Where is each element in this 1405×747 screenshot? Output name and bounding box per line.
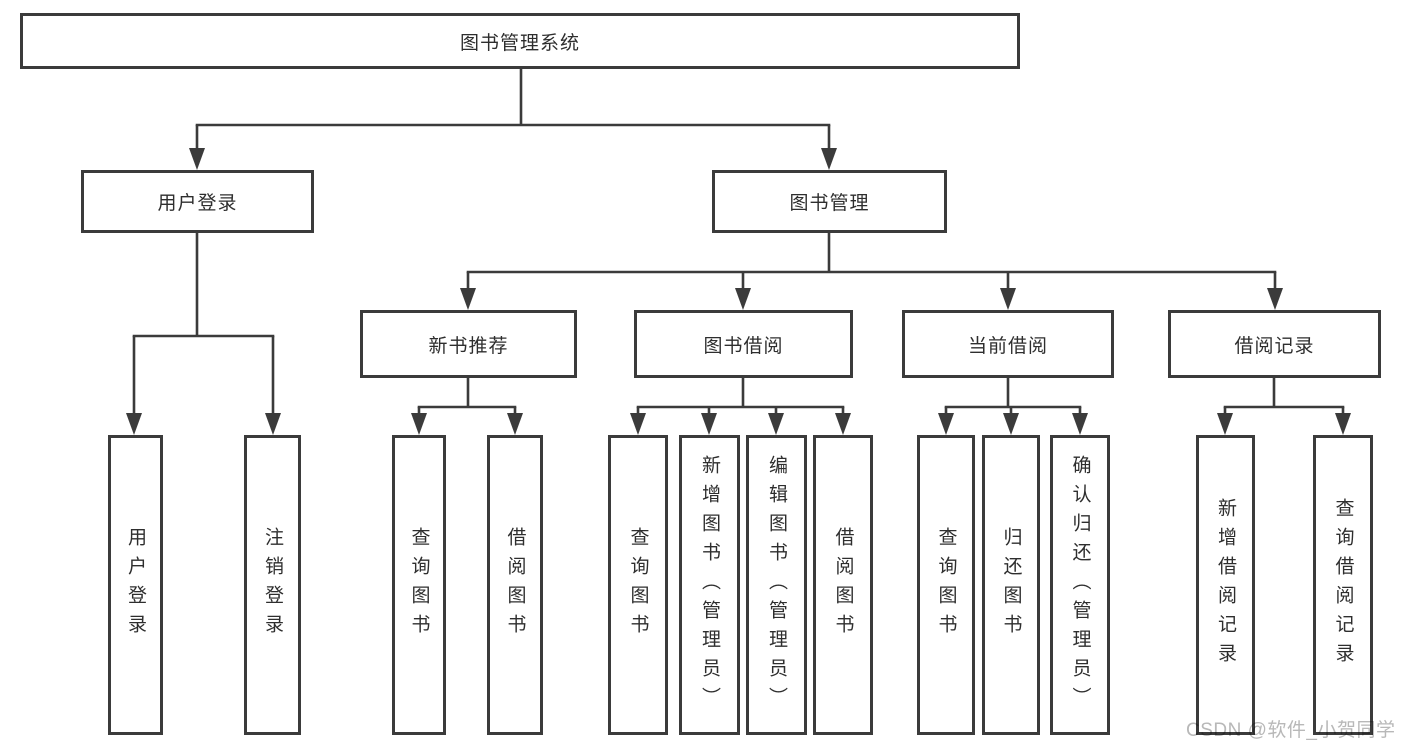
node-book-borrow-label: 图书借阅 (703, 335, 784, 357)
node-user-login: 用户登录 (81, 170, 314, 233)
node-root-label: 图书管理系统 (459, 32, 580, 54)
node-new-book-rec: 新书推荐 (360, 310, 577, 378)
node-root: 图书管理系统 (20, 13, 1020, 69)
leaf-cb-confirm-return: 确认归还（管理员） (1050, 435, 1110, 735)
node-user-login-label: 用户登录 (157, 193, 238, 214)
leaf-bb-query-book-label: 查询图书 (627, 527, 649, 643)
leaf-user-login-label: 用户登录 (125, 527, 146, 643)
leaf-cb-return-book: 归还图书 (982, 435, 1040, 735)
node-book-mgmt: 图书管理 (712, 170, 947, 233)
watermark-csdn: CSDN @软件_小贺同学 (1186, 720, 1396, 741)
node-borrow-record-label: 借阅记录 (1234, 335, 1315, 357)
leaf-br-add-record-label: 新增借阅记录 (1215, 498, 1236, 672)
leaf-bb-add-book-label: 新增图书（管理员） (699, 454, 720, 716)
leaf-cb-query-book: 查询图书 (917, 435, 975, 735)
leaf-bb-borrow-book-label: 借阅图书 (832, 527, 854, 643)
node-new-book-rec-label: 新书推荐 (428, 335, 509, 357)
node-book-mgmt-label: 图书管理 (789, 193, 870, 214)
leaf-bb-query-book: 查询图书 (608, 435, 668, 735)
node-book-borrow: 图书借阅 (634, 310, 853, 378)
leaf-bb-borrow-book: 借阅图书 (813, 435, 873, 735)
leaf-rec-borrow-book: 借阅图书 (487, 435, 543, 735)
leaf-rec-borrow-book-label: 借阅图书 (504, 527, 526, 643)
leaf-cb-confirm-return-label: 确认归还（管理员） (1069, 454, 1091, 716)
leaf-cb-return-book-label: 归还图书 (1000, 527, 1022, 643)
leaf-logout-label: 注销登录 (262, 527, 283, 643)
leaf-bb-edit-book-label: 编辑图书（管理员） (766, 454, 787, 716)
leaf-br-add-record: 新增借阅记录 (1196, 435, 1255, 735)
leaf-rec-query-book-label: 查询图书 (408, 527, 430, 643)
node-current-borrow: 当前借阅 (902, 310, 1114, 378)
leaf-bb-add-book: 新增图书（管理员） (679, 435, 740, 735)
leaf-rec-query-book: 查询图书 (392, 435, 446, 735)
node-current-borrow-label: 当前借阅 (967, 335, 1048, 357)
leaf-br-query-record-label: 查询借阅记录 (1332, 498, 1354, 672)
leaf-bb-edit-book: 编辑图书（管理员） (746, 435, 807, 735)
leaf-cb-query-book-label: 查询图书 (935, 527, 957, 643)
leaf-logout: 注销登录 (244, 435, 301, 735)
leaf-br-query-record: 查询借阅记录 (1313, 435, 1373, 735)
node-borrow-record: 借阅记录 (1168, 310, 1381, 378)
leaf-user-login: 用户登录 (108, 435, 163, 735)
